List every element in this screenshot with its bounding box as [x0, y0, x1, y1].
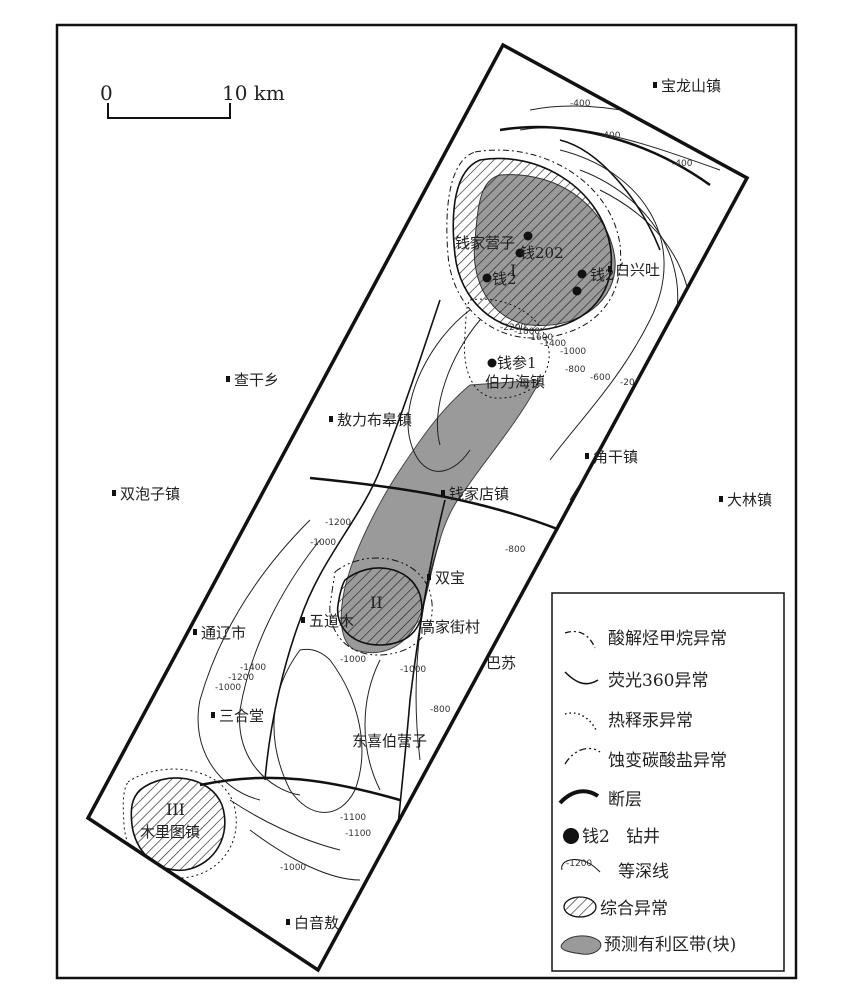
favorable-zone-icon	[560, 935, 602, 955]
well-dot	[523, 231, 533, 241]
composite-anomaly-I	[452, 157, 613, 331]
place-jiaogan: 角干镇	[593, 448, 638, 466]
zone-label-II: II	[370, 593, 383, 612]
place-wudaomu: 五道木	[309, 612, 354, 630]
svg-text:-400: -400	[600, 131, 621, 141]
svg-text:-1400: -1400	[540, 339, 566, 349]
legend-label-well: 钻井	[626, 827, 660, 847]
map-content: -400 -400 -400 -600 -200 -800 -1000 -140…	[122, 99, 721, 881]
legend-label-fluorescence: 荧光360异常	[608, 671, 708, 691]
svg-text:-1000: -1000	[280, 863, 306, 873]
legend: 酸解烃甲烷异常 荧光360异常 热释汞异常 蚀变碳酸盐异常 断层 钱2 钻井 -…	[551, 592, 785, 972]
place-qianjiadian: 钱家店镇	[449, 485, 509, 503]
well-dot	[515, 248, 525, 258]
legend-label-carbonate: 蚀变碳酸盐异常	[608, 751, 727, 771]
fault-lines	[199, 125, 711, 802]
place-markers	[112, 82, 723, 925]
place-dongxibo: 东喜伯营子	[352, 732, 427, 750]
svg-text:-800: -800	[565, 365, 586, 375]
place-basu: 巴苏	[486, 654, 516, 672]
place-shuangbao: 双宝	[435, 569, 465, 587]
label-qiancan1: 钱参1	[497, 354, 537, 372]
place-sanhetang: 三合堂	[219, 707, 264, 725]
svg-text:-1600: -1600	[527, 333, 553, 343]
svg-text:-1200: -1200	[228, 673, 254, 683]
contour-icon	[561, 859, 601, 873]
legend-label-fault: 断层	[608, 790, 642, 810]
place-dalin: 大林镇	[727, 491, 772, 509]
place-baolongshan: 宝龙山镇	[661, 77, 721, 95]
svg-text:-400: -400	[570, 99, 591, 109]
place-chagan: 查干乡	[234, 371, 279, 389]
place-tongliao: 通辽市	[201, 624, 246, 642]
svg-text:-1000: -1000	[400, 665, 426, 675]
zone-label-III: III	[166, 800, 185, 819]
fault-lines-thin	[264, 139, 661, 861]
place-shuangpaozi: 双泡子镇	[120, 485, 180, 503]
svg-text:-1000: -1000	[310, 538, 336, 548]
acid-anomaly-icon	[564, 630, 596, 649]
acid-anomaly-outline	[446, 149, 622, 339]
well-dot	[487, 358, 497, 368]
label-bolihai: 伯力海镇	[485, 373, 545, 391]
zone-label-I: I	[510, 261, 516, 280]
svg-text:-200: -200	[620, 378, 641, 388]
svg-text:-2200: -2200	[500, 323, 526, 333]
svg-text:-600: -600	[590, 373, 611, 383]
legend-label-contour-sample: -1200	[566, 859, 592, 869]
legend-label-mercury: 热释汞异常	[608, 711, 693, 731]
composite-anomaly-II	[336, 567, 423, 646]
composite-anomaly-III	[130, 777, 226, 871]
legend-label-well-sample: 钱2	[582, 827, 610, 847]
well-icon	[563, 828, 579, 844]
svg-text:-1100: -1100	[340, 813, 366, 823]
mercury-anomaly-icon	[564, 712, 597, 731]
fluorescence-anomaly-icon	[564, 671, 599, 685]
scale-start: 0	[100, 81, 113, 105]
composite-anomaly-icon	[563, 896, 597, 918]
svg-text:-1000: -1000	[215, 683, 241, 693]
legend-label-composite: 综合异常	[600, 899, 668, 919]
legend-label-contour: 等深线	[618, 862, 669, 882]
svg-text:-1200: -1200	[325, 518, 351, 528]
svg-text:-400: -400	[672, 159, 693, 169]
svg-text:-800: -800	[505, 545, 526, 555]
contour-labels: -400 -400 -400 -600 -200 -800 -1000 -140…	[215, 99, 693, 873]
label-qian202: 钱202	[520, 244, 564, 262]
svg-text:-1000: -1000	[340, 655, 366, 665]
svg-text:-1100: -1100	[345, 829, 371, 839]
label-qianjiayingzi: 钱家营子	[455, 234, 515, 252]
survey-strip-frame	[85, 42, 750, 973]
scale-bar: 0 10 km	[100, 81, 285, 119]
well-dot	[572, 286, 582, 296]
well-dot	[577, 269, 587, 279]
carbonate-anomaly-outline	[329, 557, 433, 656]
legend-label-acid: 酸解烃甲烷异常	[608, 629, 727, 649]
place-baiyinao: 白音敖	[294, 914, 339, 932]
place-aolibugao: 敖力布皋镇	[337, 411, 412, 429]
wells	[482, 231, 587, 368]
svg-text:-1400: -1400	[240, 663, 266, 673]
label-qian2: 钱2	[492, 270, 517, 288]
well-dot	[482, 273, 492, 283]
svg-text:-800: -800	[430, 705, 451, 715]
svg-text:-1800: -1800	[514, 327, 540, 337]
svg-text:-1000: -1000	[560, 347, 586, 357]
legend-label-favorable: 预测有利区带(块)	[604, 935, 736, 955]
place-mulitu: 木里图镇	[140, 823, 200, 841]
outer-frame	[55, 23, 798, 980]
fault-icon	[558, 789, 600, 805]
scale-end: 10 km	[222, 81, 285, 105]
place-baixingtu: 白兴吐	[615, 261, 660, 279]
mercury-anomaly-outline-3	[122, 768, 237, 879]
carbonate-anomaly-icon	[564, 747, 601, 765]
place-gaojiajie: 高家街村	[420, 618, 480, 636]
